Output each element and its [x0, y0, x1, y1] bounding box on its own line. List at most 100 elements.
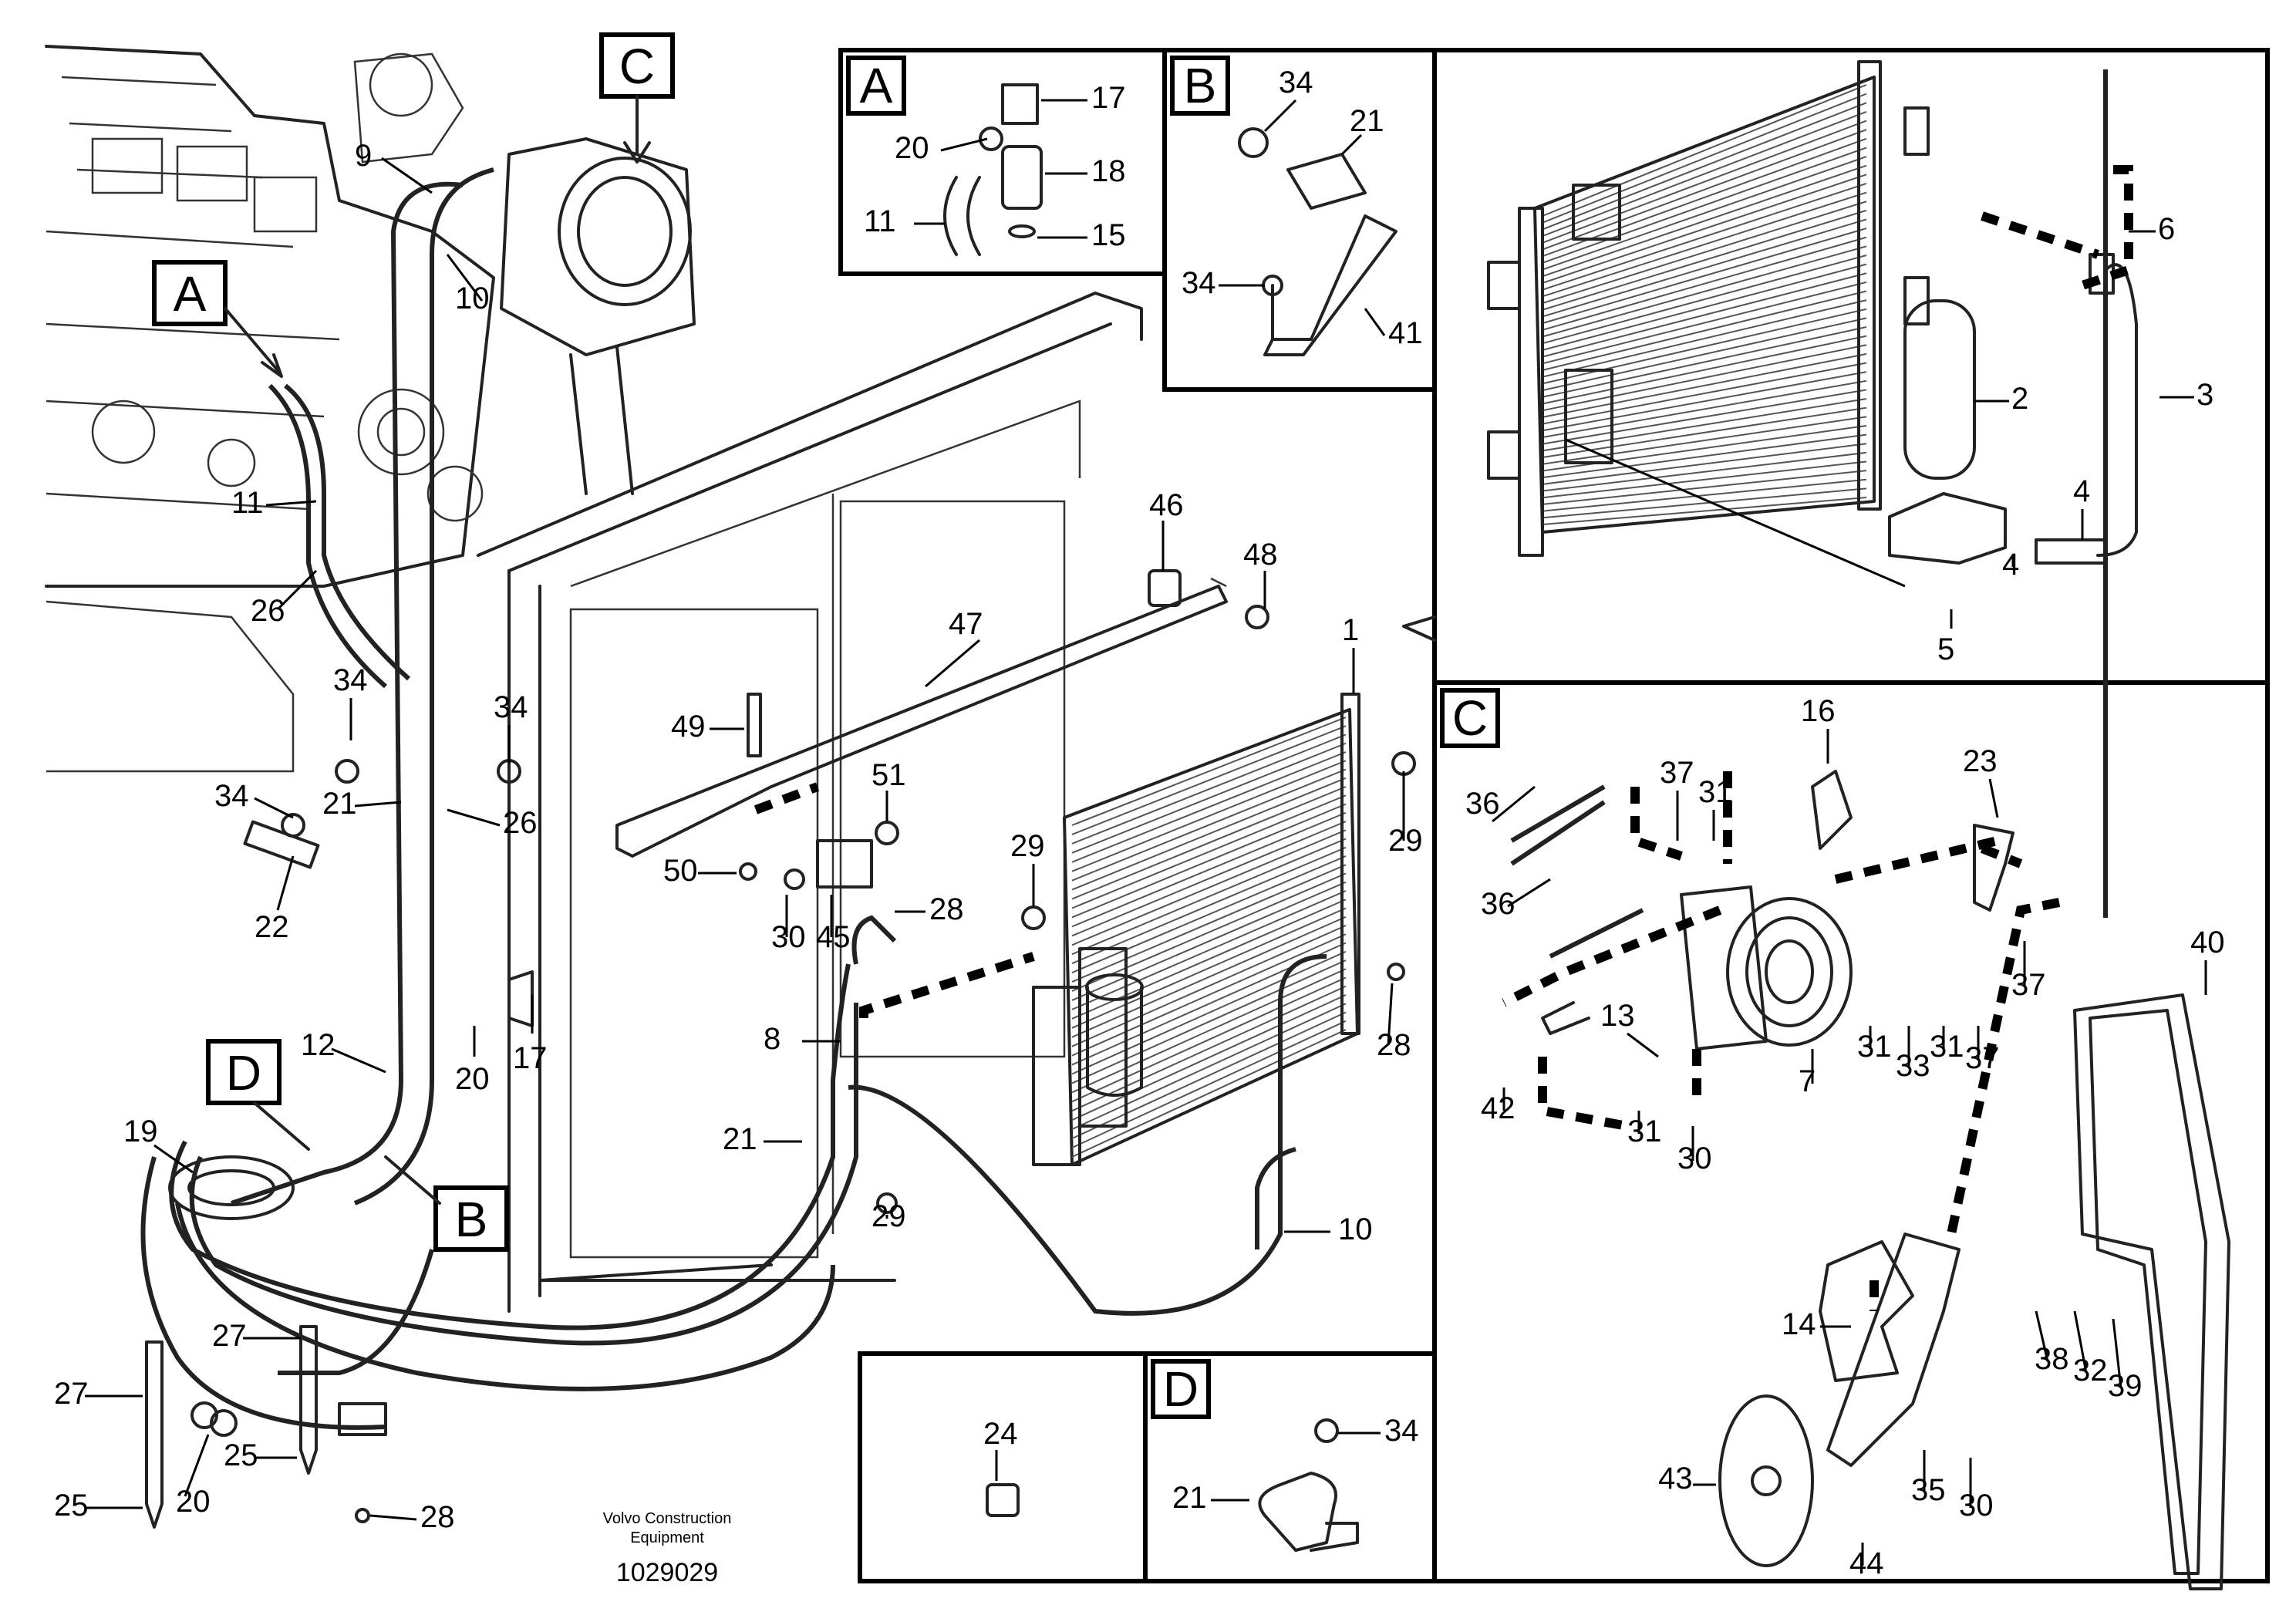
- routing-dashes-detail: [1502, 165, 2133, 1311]
- callout-34: 34: [214, 779, 249, 813]
- detail-frames: [838, 48, 2270, 1583]
- callout-4: 4: [2073, 474, 2090, 508]
- callout-40: 40: [2190, 926, 2225, 959]
- brand-line-1: Volvo Construction: [603, 1510, 732, 1527]
- callout-31: 31: [1698, 775, 1733, 809]
- callout-30: 30: [1959, 1489, 1994, 1523]
- callout-41: 41: [1388, 316, 1423, 350]
- callout-21: 21: [1350, 104, 1384, 138]
- drawing-number: 1029029: [616, 1558, 718, 1587]
- callout-34: 34: [333, 663, 368, 697]
- callout-45: 45: [816, 920, 851, 954]
- callout-39: 39: [2108, 1369, 2143, 1403]
- compressor-illustration: [500, 137, 696, 495]
- callout-18: 18: [1091, 154, 1126, 188]
- callout-4: 4: [2002, 548, 2019, 582]
- bracket-47: [615, 577, 1228, 858]
- callout-31: 31: [1930, 1030, 1964, 1064]
- callout-17: 17: [513, 1041, 548, 1075]
- callout-24: 24: [983, 1417, 1018, 1451]
- callout-8: 8: [764, 1022, 781, 1056]
- callout-20: 20: [455, 1062, 490, 1096]
- callout-31: 31: [1627, 1114, 1662, 1148]
- callout-17: 17: [1091, 81, 1126, 115]
- callout-46: 46: [1149, 488, 1184, 522]
- callout-9: 9: [355, 139, 372, 173]
- callout-37: 37: [2011, 968, 2046, 1002]
- callout-26: 26: [251, 594, 285, 628]
- callout-51: 51: [872, 758, 906, 792]
- condenser-illustration: [1032, 693, 1360, 1166]
- callout-b: B: [455, 1192, 488, 1247]
- callout-44: 44: [1849, 1546, 1884, 1580]
- callout-32: 32: [2073, 1354, 2108, 1388]
- callout-14: 14: [1782, 1307, 1816, 1341]
- callout-29: 29: [1010, 829, 1045, 863]
- callout-15: 15: [1091, 218, 1126, 252]
- detail-letter-boxes: A B C D: [846, 56, 1500, 1419]
- callout-c: C: [619, 39, 655, 94]
- callout-20: 20: [176, 1485, 211, 1519]
- detail-c-illustration: [1510, 770, 2230, 1590]
- footer-caption: Volvo Construction Equipment 1029029: [603, 1510, 732, 1587]
- callout-25: 25: [54, 1489, 89, 1523]
- leader-lines: [85, 99, 2207, 1566]
- callout-34: 34: [494, 690, 528, 724]
- callout-21: 21: [1172, 1481, 1207, 1515]
- callout-10: 10: [1338, 1212, 1373, 1246]
- callout-a: A: [174, 266, 207, 322]
- callout-37: 37: [1965, 1041, 2000, 1075]
- callout-29: 29: [1388, 824, 1423, 858]
- callout-48: 48: [1243, 538, 1278, 572]
- callout-12: 12: [301, 1028, 335, 1062]
- callout-d: D: [226, 1045, 261, 1101]
- routing-dashes-main: [754, 782, 1035, 1018]
- callout-34: 34: [1384, 1414, 1419, 1448]
- hoses: [140, 167, 1327, 1430]
- callout-34: 34: [1182, 266, 1216, 300]
- callout-28: 28: [420, 1500, 455, 1534]
- callout-42: 42: [1481, 1091, 1515, 1125]
- callout-29: 29: [872, 1199, 906, 1233]
- callout-2: 2: [2011, 382, 2028, 416]
- callout-47: 47: [949, 607, 983, 641]
- callout-letter-boxes: C A D B: [152, 32, 675, 1252]
- callout-30: 30: [771, 920, 806, 954]
- callout-7: 7: [1799, 1064, 1816, 1098]
- callout-35: 35: [1911, 1473, 1946, 1507]
- callout-30: 30: [1677, 1141, 1712, 1175]
- callout-20: 20: [895, 131, 929, 165]
- callout-11: 11: [864, 204, 896, 238]
- part-number-callouts: 9 10 11 26 34 34 34 21 26 22 12 20 17 19…: [54, 66, 2225, 1580]
- callout-22: 22: [255, 910, 289, 944]
- callout-16: 16: [1801, 694, 1836, 728]
- callout-27: 27: [212, 1319, 247, 1353]
- condenser-detail-illustration: [1487, 60, 2138, 918]
- detail-d-illustration: [1258, 1418, 1359, 1552]
- engine-illustration: [45, 45, 495, 773]
- callout-31: 31: [1857, 1030, 1892, 1064]
- callout-21: 21: [723, 1122, 757, 1156]
- callout-25: 25: [224, 1438, 258, 1472]
- callout-38: 38: [2035, 1342, 2069, 1376]
- callout-37: 37: [1660, 756, 1694, 790]
- callout-5: 5: [1937, 632, 1954, 666]
- callout-28: 28: [1377, 1028, 1411, 1062]
- callout-21: 21: [322, 787, 357, 821]
- detail-box-a-label: A: [860, 58, 893, 113]
- callout-36: 36: [1465, 787, 1500, 821]
- detail-box-b-label: B: [1184, 58, 1217, 113]
- callout-1: 1: [1342, 613, 1359, 647]
- callout-19: 19: [123, 1114, 158, 1148]
- callout-43: 43: [1658, 1462, 1693, 1496]
- detail-24-illustration: [986, 1483, 1020, 1517]
- callout-26: 26: [503, 806, 538, 840]
- callout-49: 49: [671, 710, 706, 744]
- callout-36: 36: [1481, 887, 1515, 921]
- callout-23: 23: [1963, 744, 1998, 778]
- callout-11: 11: [231, 486, 264, 520]
- detail-b-illustration: [1238, 127, 1397, 356]
- detail-a-illustration: [943, 83, 1043, 256]
- callout-50: 50: [663, 854, 698, 888]
